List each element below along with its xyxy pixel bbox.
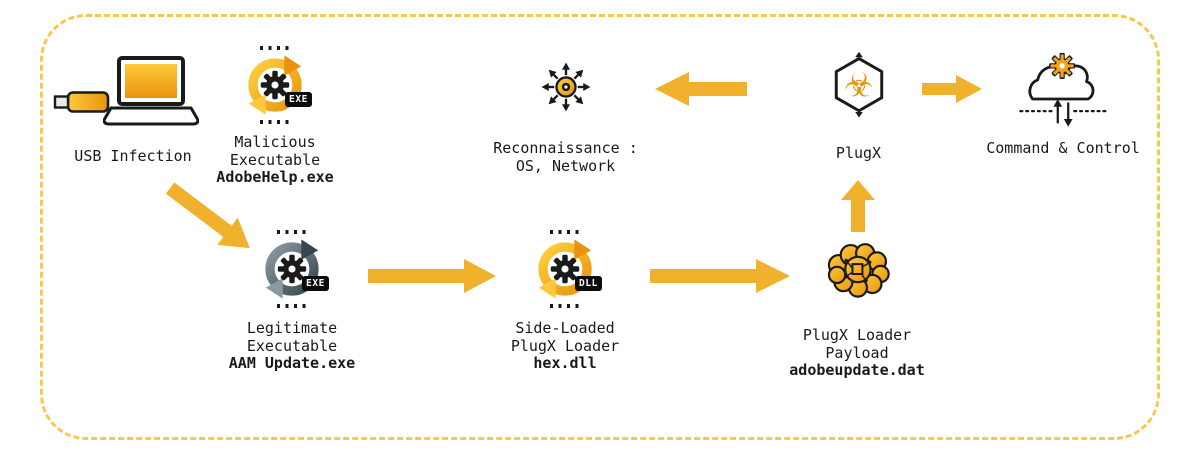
dots-decoration: [277, 304, 307, 308]
node-legitimate-executable: EXE Legitimate Executable AAM Update.exe: [222, 228, 362, 373]
arrow-payload-to-plugx: [841, 180, 875, 232]
payload-brain-icon: [827, 243, 890, 298]
arrow-sideload-to-payload: [650, 259, 790, 293]
payload-filename: adobeupdate.dat: [789, 361, 925, 379]
malicious-filename: AdobeHelp.exe: [216, 168, 334, 186]
diagram-border: [40, 14, 1160, 440]
exe-badge: EXE: [285, 92, 312, 107]
dots-decoration: [260, 120, 290, 124]
cnc-gear-icon: [1049, 52, 1076, 79]
recon-scan-icon: [539, 61, 592, 113]
legit-label-line1: Legitimate: [246, 319, 338, 337]
node-plugx-payload: PlugX Loader Payload adobeupdate.dat: [778, 236, 936, 380]
dots-decoration: [550, 230, 580, 234]
svg-text:☣: ☣: [843, 65, 873, 104]
usb-infection-label: USB Infection: [74, 147, 192, 165]
sideload-filename: hex.dll: [533, 354, 597, 372]
malicious-label-line2: Executable: [229, 150, 321, 169]
recon-label-line2: OS, Network: [515, 156, 616, 175]
node-usb-infection: USB Infection: [48, 54, 218, 166]
sideload-dll-icon: [538, 239, 592, 299]
node-reconnaissance: Reconnaissance : OS, Network: [468, 58, 663, 175]
payload-label-line1: PlugX Loader: [802, 326, 912, 344]
plugx-label: PlugX: [835, 144, 882, 162]
dll-badge: DLL: [575, 276, 602, 291]
plugx-biohazard-hexagon-icon: ☣: [834, 51, 883, 118]
legit-filename: AAM Update.exe: [228, 354, 356, 372]
node-malicious-executable: EXE Malicious Executable AdobeHelp.exe: [205, 44, 345, 187]
dots-decoration: [277, 230, 307, 234]
dots-decoration: [550, 304, 580, 308]
laptop-icon: [103, 56, 199, 126]
usb-drive-icon: [53, 91, 110, 113]
arrow-plugx-to-recon: [655, 72, 747, 106]
exe-badge: EXE: [302, 276, 329, 291]
sideload-label-line1: Side-Loaded: [515, 319, 615, 337]
arrow-plugx-to-cnc: [922, 75, 982, 103]
sideload-label-line2: PlugX Loader: [510, 336, 620, 355]
command-control-cloud-icon: [1019, 52, 1107, 127]
node-plugx: ☣ PlugX: [786, 50, 931, 163]
arrow-usb-to-legit: [165, 182, 250, 249]
node-sideloaded-loader: DLL Side-Loaded PlugX Loader hex.dll: [495, 228, 635, 373]
legit-label-line2: Executable: [246, 336, 338, 355]
malicious-label-line1: Malicious: [234, 133, 316, 151]
dots-decoration: [260, 46, 290, 50]
malicious-exe-icon: [248, 55, 302, 115]
payload-label-line2: Payload: [825, 343, 889, 362]
node-command-control: Command & Control: [982, 52, 1144, 158]
arrow-legit-to-sideload: [368, 259, 496, 293]
recon-label-line1: Reconnaissance :: [493, 139, 638, 157]
command-control-label: Command & Control: [986, 139, 1140, 157]
legit-exe-icon: [265, 239, 319, 299]
